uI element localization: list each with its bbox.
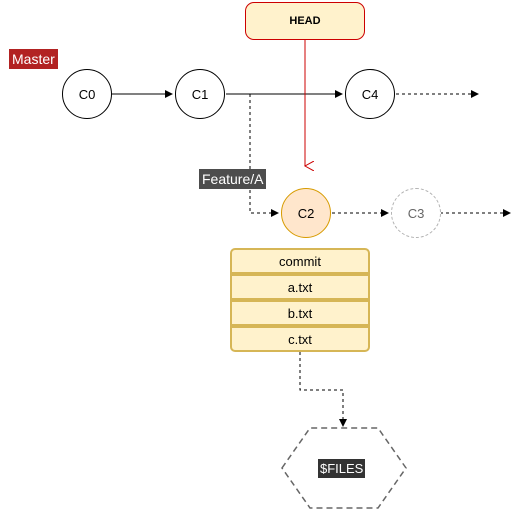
- master-badge: Master: [9, 49, 58, 69]
- commit-box: commit a.txt b.txt c.txt: [230, 248, 370, 352]
- commit-file-item: b.txt: [230, 300, 370, 326]
- commit-node-c0: C0: [62, 69, 112, 119]
- edge-c1-c2: [226, 93, 279, 217]
- commit-header: commit: [230, 248, 370, 274]
- commit-node-c4: C4: [345, 69, 395, 119]
- head-box: HEAD: [245, 2, 365, 40]
- commit-file-item: a.txt: [230, 274, 370, 300]
- commit-node-c1: C1: [175, 69, 225, 119]
- edge-commit-files: [299, 352, 347, 427]
- commit-node-c2: C2: [281, 188, 331, 238]
- files-label: $FILES: [318, 459, 366, 478]
- feature-badge: Feature/A: [199, 169, 267, 189]
- commit-file-item: c.txt: [230, 326, 370, 352]
- commit-node-c3: C3: [391, 188, 441, 238]
